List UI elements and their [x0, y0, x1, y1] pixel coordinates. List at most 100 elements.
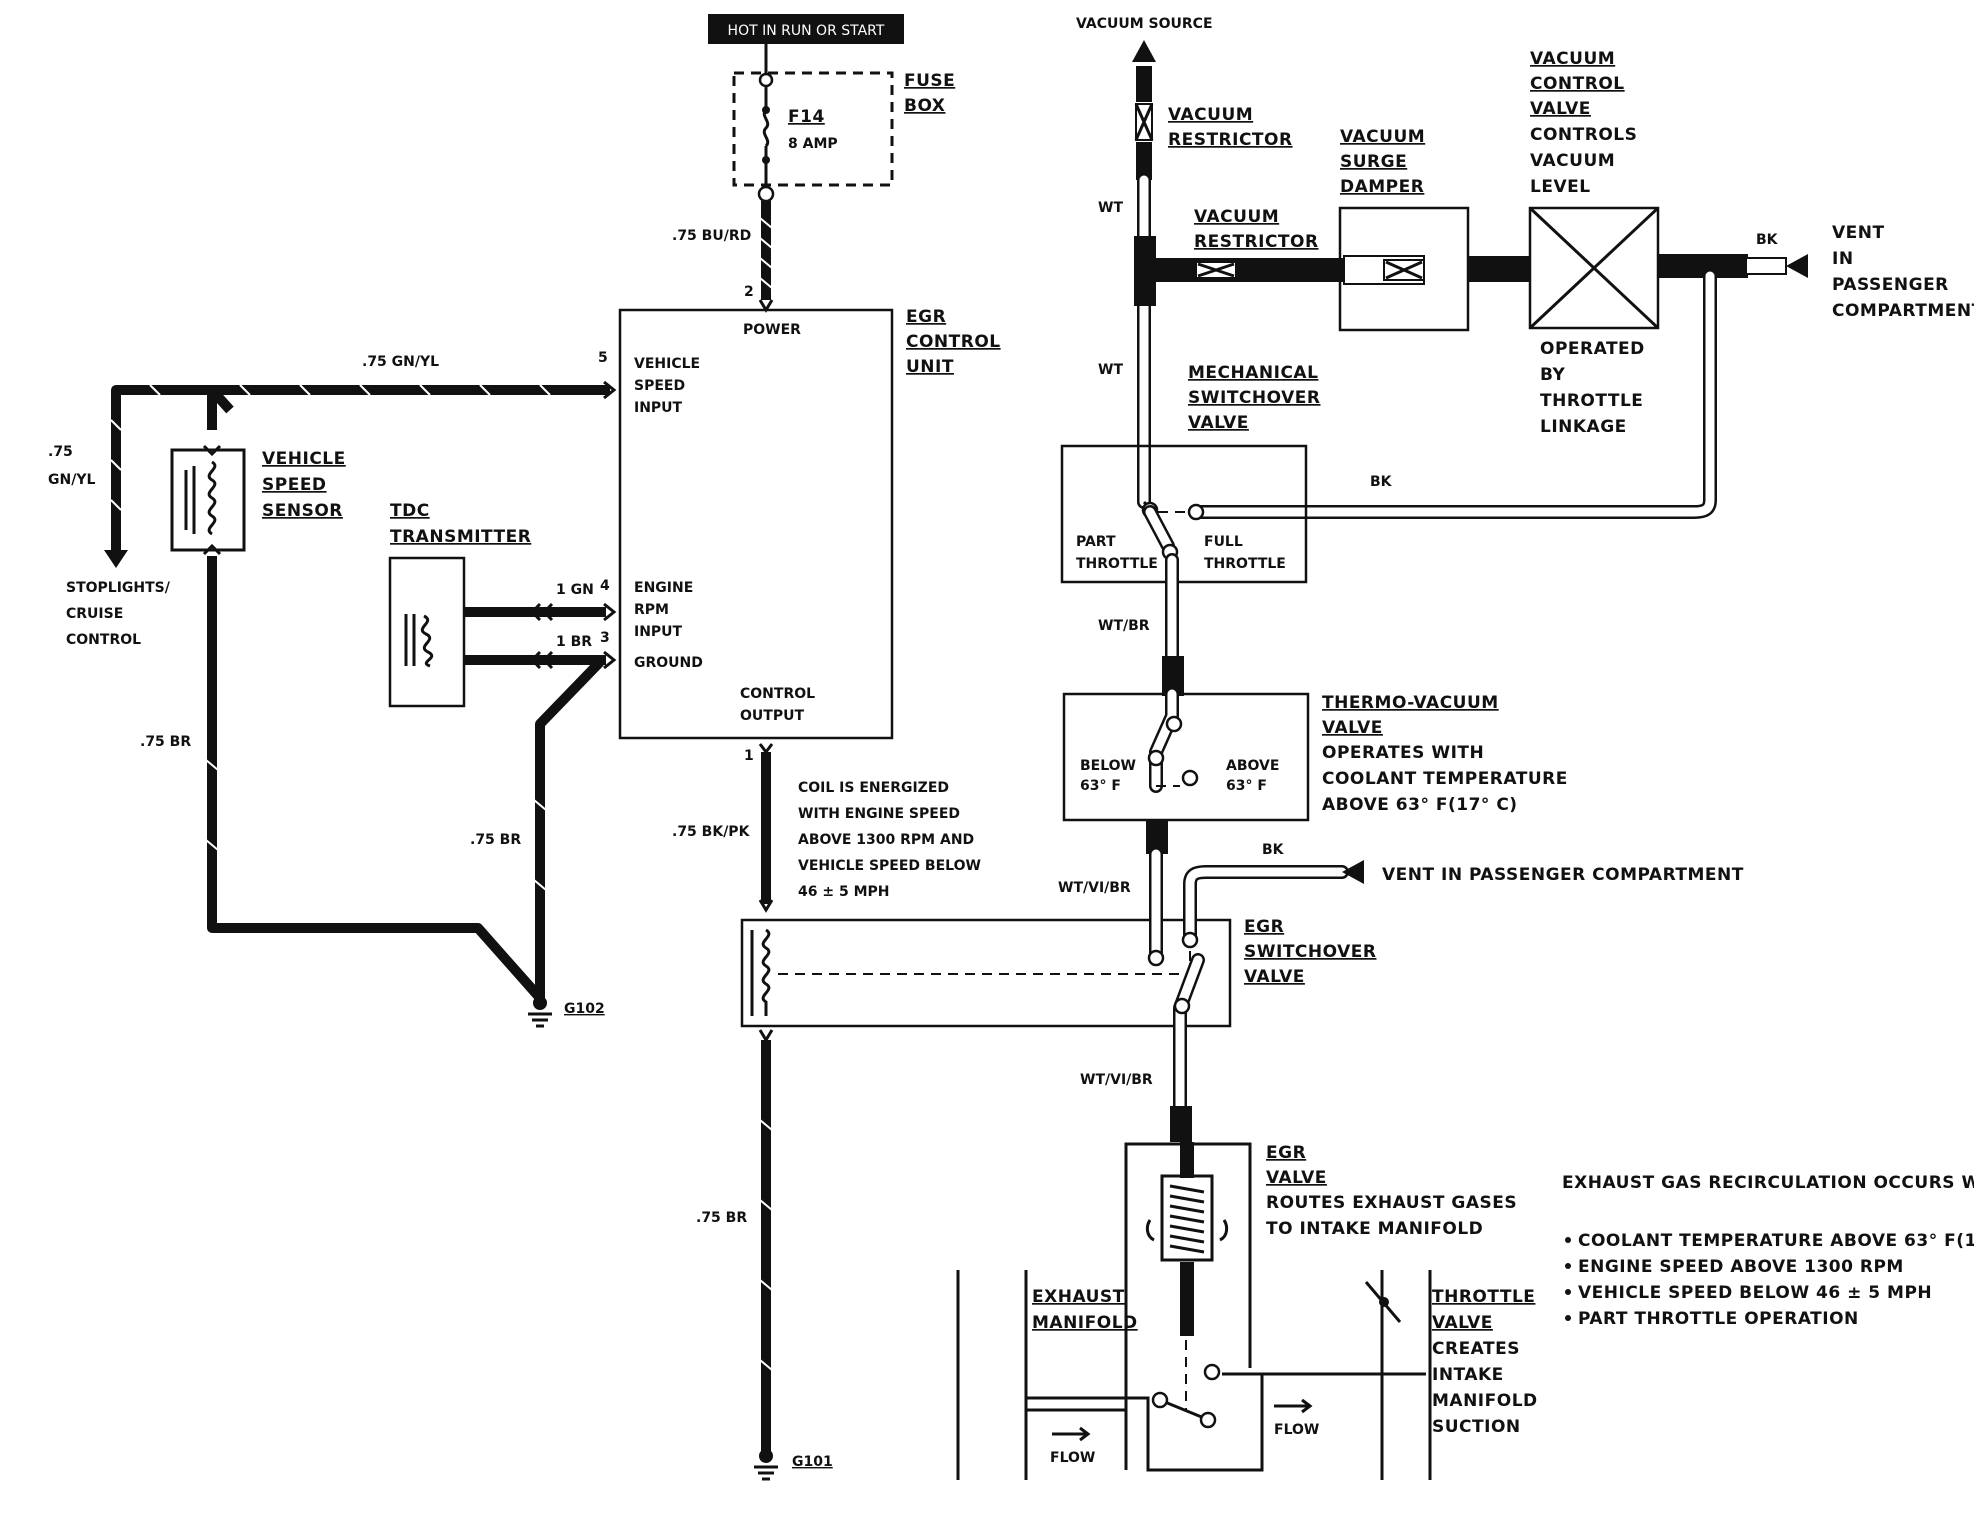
svg-text:8 AMP: 8 AMP: [788, 136, 838, 152]
svg-text:CONTROL: CONTROL: [740, 686, 815, 702]
stoplights-arrow-icon: [104, 550, 128, 568]
svg-text:VENT IN PASSENGER COMPARTMENT: VENT IN PASSENGER COMPARTMENT: [1382, 865, 1744, 885]
svg-text:UNIT: UNIT: [906, 357, 954, 377]
svg-text:2: 2: [744, 284, 754, 300]
svg-text:DAMPER: DAMPER: [1340, 177, 1424, 197]
fuse-terminal-icon: [762, 106, 770, 114]
damper-to-vcv-hose: [1468, 256, 1530, 282]
svg-text:INPUT: INPUT: [634, 624, 683, 640]
svg-text:WT/VI/BR: WT/VI/BR: [1058, 880, 1131, 896]
top-vent-line: BK VENT IN PASSENGER COMPARTMENT: [1658, 223, 1974, 321]
svg-text:F14: F14: [788, 107, 825, 127]
g102-ground: G102: [528, 996, 605, 1028]
svg-text:CRUISE: CRUISE: [66, 606, 123, 622]
svg-text:THROTTLE: THROTTLE: [1204, 556, 1286, 572]
svg-text:PASSENGER: PASSENGER: [1832, 275, 1949, 295]
vehicle-speed-sensor: VEHICLE SPEED SENSOR: [170, 444, 345, 556]
vacuum-source-arrow-icon: [1132, 40, 1156, 62]
flow-arrow-icon-2: [1274, 1398, 1313, 1414]
condition-item: ENGINE SPEED ABOVE 1300 RPM: [1578, 1257, 1904, 1277]
svg-text:TRANSMITTER: TRANSMITTER: [390, 527, 531, 547]
svg-text:ABOVE 63° F(17° C): ABOVE 63° F(17° C): [1322, 795, 1518, 815]
svg-text:MECHANICAL: MECHANICAL: [1188, 363, 1318, 383]
egr-conditions: EXHAUST GAS RECIRCULATION OCCURS WITH: C…: [1562, 1173, 1974, 1329]
svg-text:LEVEL: LEVEL: [1530, 177, 1591, 197]
svg-text:.75 BK/PK: .75 BK/PK: [672, 824, 751, 840]
wt-br-hose: WT/BR: [1098, 553, 1184, 697]
wt-vi-br-hose: WT/VI/BR: [1058, 820, 1168, 967]
svg-text:EGR: EGR: [1244, 917, 1284, 937]
svg-text:HOT IN RUN OR START: HOT IN RUN OR START: [728, 23, 885, 39]
svg-text:ENGINE: ENGINE: [634, 580, 693, 596]
svg-text:1: 1: [744, 748, 754, 764]
svg-text:LINKAGE: LINKAGE: [1540, 417, 1627, 437]
svg-text:THROTTLE: THROTTLE: [1076, 556, 1158, 572]
svg-text:BK: BK: [1370, 474, 1393, 490]
svg-text:WT: WT: [1098, 362, 1123, 378]
svg-text:VACUUM: VACUUM: [1530, 49, 1615, 69]
thermo-vacuum-valve: BELOW 63° F ABOVE 63° F THERMO-VACUUM VA…: [1062, 687, 1567, 822]
fuse-box: F14 8 AMP FUSE BOX: [732, 44, 955, 203]
svg-text:.75: .75: [48, 444, 73, 460]
condition-item: COOLANT TEMPERATURE ABOVE 63° F(17° C): [1578, 1231, 1974, 1251]
svg-text:BOX: BOX: [904, 96, 945, 116]
svg-text:WT/BR: WT/BR: [1098, 618, 1150, 634]
svg-text:POWER: POWER: [743, 322, 801, 338]
svg-text:FLOW: FLOW: [1274, 1422, 1319, 1438]
svg-text:SENSOR: SENSOR: [262, 501, 343, 521]
svg-text:CONTROL: CONTROL: [906, 332, 1001, 352]
svg-text:ABOVE 1300 RPM AND: ABOVE 1300 RPM AND: [798, 832, 974, 848]
ground-symbol-icon: [528, 1012, 552, 1028]
svg-text:EGR: EGR: [1266, 1143, 1306, 1163]
svg-text:EXHAUST GAS RECIRCULATION OCCU: EXHAUST GAS RECIRCULATION OCCURS WITH:: [1562, 1173, 1974, 1193]
svg-text:SURGE: SURGE: [1340, 152, 1407, 172]
svg-text:SPEED: SPEED: [262, 475, 327, 495]
svg-text:1 BR: 1 BR: [556, 634, 592, 650]
svg-text:THROTTLE: THROTTLE: [1540, 391, 1643, 411]
condition-item: PART THROTTLE OPERATION: [1578, 1309, 1859, 1329]
egr-spring-icon: [1169, 1184, 1205, 1254]
switchover-coil-icon: [761, 928, 771, 1016]
vent-arrow-icon-2: [1342, 860, 1364, 884]
svg-text:RESTRICTOR: RESTRICTOR: [1194, 232, 1319, 252]
vcv-x-icon: [1528, 206, 1660, 330]
svg-text:MANIFOLD: MANIFOLD: [1432, 1391, 1538, 1411]
restrictor-x-icon: [1134, 103, 1154, 141]
svg-text:BK: BK: [1262, 842, 1285, 858]
svg-text:VENT: VENT: [1832, 223, 1885, 243]
svg-text:WT: WT: [1098, 200, 1123, 216]
svg-text:63° F: 63° F: [1080, 778, 1121, 794]
svg-text:MANIFOLD: MANIFOLD: [1032, 1313, 1138, 1333]
g101-wire: .75 BR G101: [696, 1029, 833, 1481]
flow-arrow-icon: [1052, 1426, 1091, 1442]
svg-text:.75 GN/YL: .75 GN/YL: [362, 354, 439, 370]
vacuum-surge-damper: VACUUM SURGE DAMPER: [1338, 127, 1470, 332]
svg-text:4: 4: [600, 578, 610, 594]
svg-text:WITH ENGINE SPEED: WITH ENGINE SPEED: [798, 806, 960, 822]
svg-text:EXHAUST: EXHAUST: [1032, 1287, 1125, 1307]
svg-text:FLOW: FLOW: [1050, 1450, 1095, 1466]
svg-text:CONTROL: CONTROL: [66, 632, 141, 648]
tdc-wires: 1 GN 1 BR 4 3 .75 BR: [464, 578, 617, 998]
svg-text:SPEED: SPEED: [634, 378, 685, 394]
svg-text:THROTTLE: THROTTLE: [1432, 1287, 1535, 1307]
svg-text:1 GN: 1 GN: [556, 582, 594, 598]
vacuum-source: VACUUM SOURCE VACUUM RESTRICTOR: [1076, 16, 1292, 180]
tdc-transmitter: TDC TRANSMITTER: [388, 501, 531, 708]
svg-text:THERMO-VACUUM: THERMO-VACUUM: [1322, 693, 1499, 713]
restrictor-line: VACUUM RESTRICTOR: [1154, 207, 1344, 282]
svg-text:CONTROL: CONTROL: [1530, 74, 1625, 94]
svg-text:.75 BR: .75 BR: [470, 832, 521, 848]
svg-text:VACUUM: VACUUM: [1168, 105, 1253, 125]
svg-text:VACUUM: VACUUM: [1530, 151, 1615, 171]
svg-text:WT/VI/BR: WT/VI/BR: [1080, 1072, 1153, 1088]
svg-text:VALVE: VALVE: [1432, 1313, 1493, 1333]
manifold-passages: FLOW FLOW EXHAUST MANIFOLD THROTTLE VALV…: [956, 1270, 1538, 1480]
svg-text:BELOW: BELOW: [1080, 758, 1136, 774]
svg-text:46 ± 5 MPH: 46 ± 5 MPH: [798, 884, 890, 900]
svg-text:63° F: 63° F: [1226, 778, 1267, 794]
svg-text:.75 BR: .75 BR: [696, 1210, 747, 1226]
svg-text:VACUUM: VACUUM: [1194, 207, 1279, 227]
egr-switchover-valve: EGR SWITCHOVER VALVE: [740, 917, 1376, 1028]
